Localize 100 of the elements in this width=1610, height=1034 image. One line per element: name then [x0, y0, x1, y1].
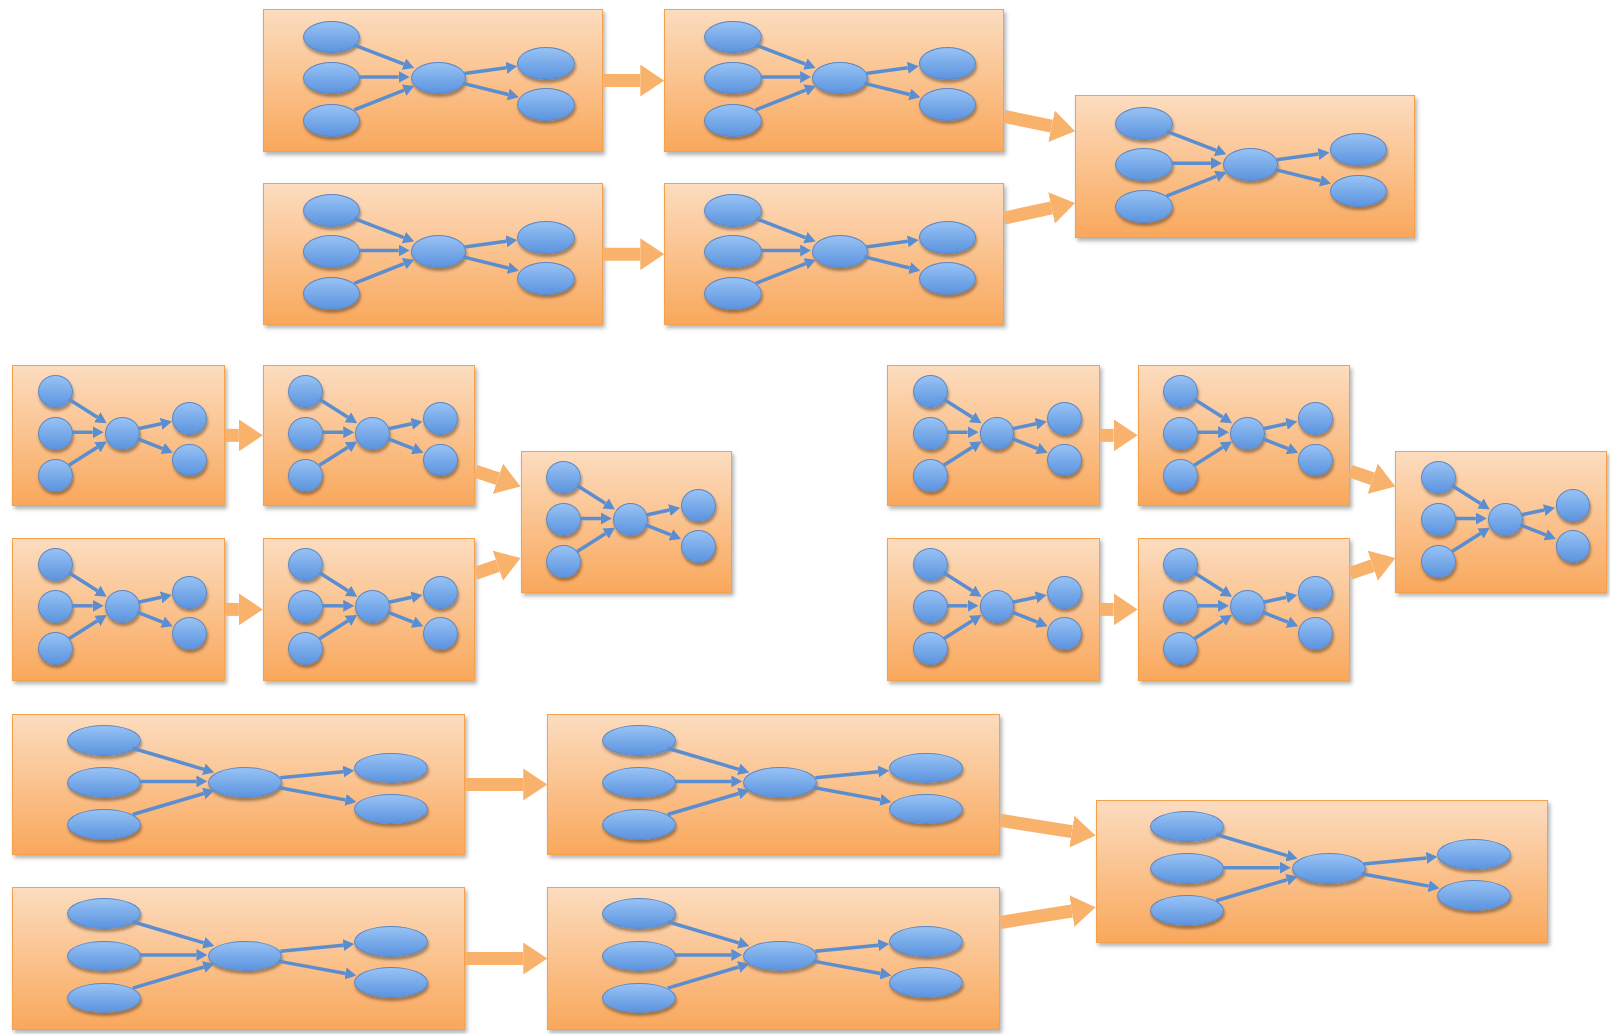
arrow [1361, 872, 1440, 893]
graph-panel [547, 887, 1001, 1030]
node-circle [912, 416, 948, 450]
node-circle [1163, 458, 1199, 492]
node-circle [172, 443, 208, 477]
node-ellipse [704, 194, 762, 227]
arrow [353, 258, 415, 285]
node-circle [1163, 548, 1199, 582]
node-circle [680, 529, 716, 563]
arrow [1520, 504, 1555, 517]
arrow [139, 775, 208, 788]
node-ellipse [1222, 147, 1279, 181]
block-arrow [224, 593, 263, 626]
node-ellipse [1329, 174, 1388, 208]
arrow [760, 244, 812, 257]
arrow [132, 961, 215, 990]
arrow [280, 939, 355, 954]
block-arrow [1348, 550, 1396, 581]
arrow [1012, 591, 1047, 604]
node-ellipse [302, 61, 361, 95]
node-circle [37, 548, 73, 582]
node-ellipse [66, 898, 141, 930]
graph-panel [262, 538, 476, 681]
graph-panel [547, 713, 1001, 856]
graph-panel [262, 182, 603, 326]
arrow [1215, 832, 1298, 862]
node-circle [423, 443, 458, 477]
block-arrow [224, 419, 263, 452]
arrow [137, 591, 172, 604]
arrow [864, 81, 921, 101]
node-ellipse [517, 88, 575, 122]
node-circle [546, 545, 582, 579]
node-ellipse [66, 940, 141, 972]
node-circle [1297, 617, 1333, 650]
node-circle [1047, 402, 1083, 436]
graph-panel [1075, 95, 1415, 239]
node-circle [355, 590, 391, 624]
arrow [1012, 417, 1047, 431]
node-ellipse [601, 766, 676, 798]
block-arrow [1099, 593, 1138, 626]
node-ellipse [704, 277, 762, 311]
arrow [1454, 512, 1487, 525]
arrow [942, 397, 982, 424]
node-circle [546, 503, 582, 536]
arrow [68, 397, 107, 424]
arrow [946, 599, 979, 612]
block-arrow [602, 64, 665, 97]
arrow [1166, 129, 1227, 156]
node-ellipse [601, 982, 676, 1014]
arrow [359, 244, 410, 257]
arrow [68, 614, 107, 641]
arrow [387, 437, 424, 455]
arrow [318, 571, 358, 597]
node-ellipse [1115, 106, 1173, 140]
node-circle [288, 458, 324, 492]
node-ellipse [1149, 811, 1224, 842]
node-circle [1047, 443, 1083, 477]
arrow [1193, 397, 1232, 424]
arrow [815, 765, 890, 780]
node-ellipse [1437, 838, 1512, 870]
node-ellipse [601, 809, 676, 840]
arrow [132, 746, 215, 776]
node-circle [423, 617, 458, 650]
arrow [137, 417, 172, 431]
arrow [139, 948, 208, 961]
arrow [644, 523, 682, 541]
arrow [1363, 851, 1438, 866]
node-ellipse [918, 220, 977, 254]
node-circle [288, 632, 324, 666]
node-ellipse [1149, 853, 1224, 884]
node-circle [37, 632, 73, 666]
node-circle [1297, 576, 1333, 609]
arrow [1193, 571, 1232, 597]
node-ellipse [66, 766, 141, 798]
node-ellipse [704, 20, 762, 54]
node-circle [612, 503, 648, 536]
arrow [1276, 148, 1330, 162]
arrow [667, 961, 750, 990]
node-ellipse [1329, 133, 1388, 167]
arrow [1274, 167, 1332, 187]
block-arrow [1099, 419, 1138, 452]
graph-panel [1137, 364, 1351, 507]
node-circle [1163, 374, 1199, 408]
node-ellipse [704, 103, 762, 137]
block-arrow [999, 813, 1096, 848]
block-arrow [1348, 463, 1396, 494]
arrow [580, 512, 612, 525]
arrow [942, 441, 982, 467]
arrow [755, 258, 816, 285]
arrow [387, 610, 424, 628]
node-circle [912, 590, 948, 624]
node-circle [680, 488, 716, 522]
node-ellipse [302, 20, 361, 54]
node-circle [1421, 545, 1456, 579]
graph-panel [664, 9, 1005, 152]
arrow [464, 61, 518, 76]
arrow [71, 599, 104, 612]
node-circle [1297, 443, 1333, 477]
block-arrow [602, 238, 665, 271]
node-ellipse [302, 235, 361, 268]
